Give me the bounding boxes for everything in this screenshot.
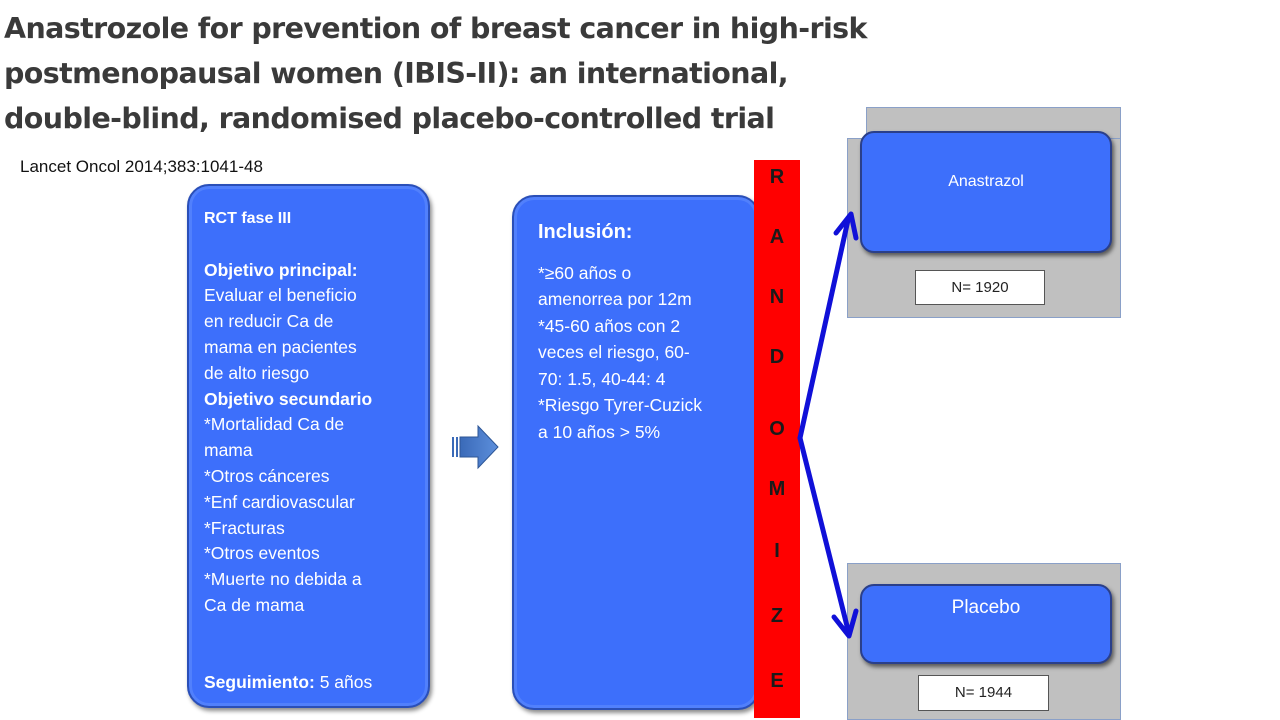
right-arrow-icon [452,424,499,470]
title-line-1: Anastrozole for prevention of breast can… [4,12,867,45]
text-line: *Enf cardiovascular [204,491,355,512]
citation: Lancet Oncol 2014;383:1041-48 [20,157,263,176]
randomize-letter: R [769,166,785,188]
text-line: *Mortalidad Ca de [204,414,345,435]
arm-anastrazol: Anastrazol [860,131,1112,253]
inclusion-heading: Inclusión: [538,221,633,243]
text-line: *≥60 años o [538,262,632,283]
spacer [204,619,418,645]
text-line: *Otros eventos [204,543,320,564]
text-line: a 10 años > 5% [538,421,661,442]
text-line: *Riesgo Tyrer-Cuzick [538,395,703,415]
text-line: Evaluar el beneficio [204,285,357,306]
text-line: *Fracturas [204,517,285,538]
text-line: *Muerte no debida a [204,569,362,590]
randomize-letter: I [774,540,780,562]
randomize-letter: O [769,418,785,440]
text-line: veces el riesgo, 60- [538,342,690,362]
followup-label: Seguimiento: [204,672,315,693]
design-label: RCT fase III [204,210,292,227]
text-line: de alto riesgo [204,362,310,383]
randomize-letter: Z [770,605,784,627]
randomize-letter: A [769,226,785,248]
randomize-bar: R A N D O M I Z E [754,160,800,718]
title-line-2: postmenopausal women (IBIS-II): an inter… [4,57,789,90]
primary-objective-text: Evaluar el beneficio en reducir Ca de mama… [204,283,418,386]
text-line: 70: 1.5, 40-44: 4 [538,368,666,389]
slide-title: Anastrozole for prevention of breast can… [4,6,884,141]
spacer [204,645,418,671]
randomize-letter: D [769,346,785,368]
randomize-letter: M [768,478,786,500]
text-line: amenorrea por 12m [538,289,692,309]
arm-placebo-n: N= 1944 [918,675,1049,711]
primary-objective-heading: Objetivo principal: [204,259,358,280]
secondary-objective-heading: Objetivo secundario [204,388,373,409]
title-line-3: double-blind, randomised placebo-control… [4,102,775,135]
secondary-objective-text: *Mortalidad Ca de mama *Otros cánceres *Enf… [204,412,418,618]
text-line: mama [204,440,253,461]
arm-placebo: Placebo [860,584,1112,664]
text-line: en reducir Ca de [204,311,334,332]
inclusion-criteria: *≥60 años o amenorrea por 12m *45-60 años … [538,260,748,446]
text-line: Ca de mama [204,594,305,615]
objectives-box: RCT fase III Objetivo principal: Evaluar… [187,184,430,708]
text-line: *Otros cánceres [204,465,330,486]
followup-value: 5 años [314,672,373,693]
text-line: mama en pacientes [204,336,357,357]
randomize-letter: N [769,286,785,308]
text-line: *45-60 años con 2 [538,315,681,336]
followup: Seguimiento: 5 años [204,670,418,696]
randomize-letter: E [770,670,784,692]
spacer [204,232,418,258]
arm-anastrazol-n: N= 1920 [915,270,1045,305]
